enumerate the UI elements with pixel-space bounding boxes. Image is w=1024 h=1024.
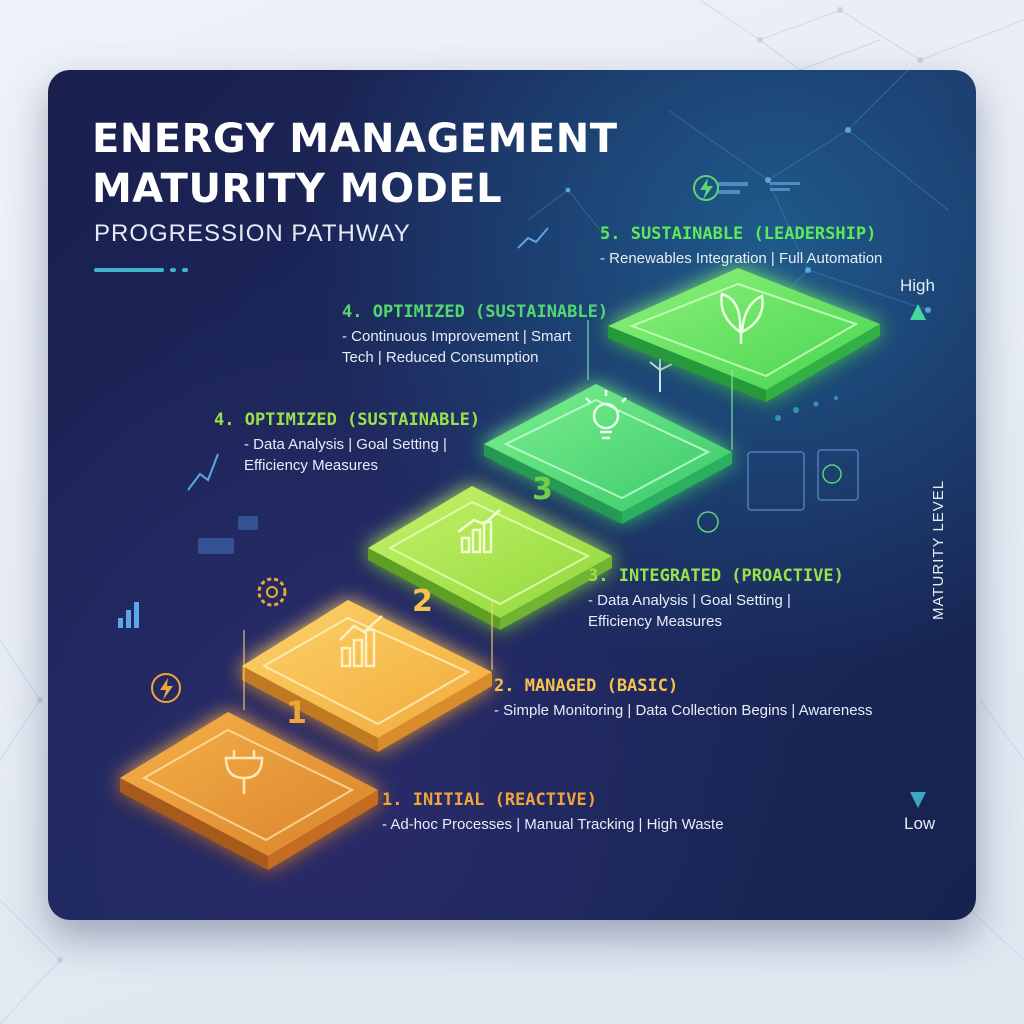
- step-2-platform: [242, 600, 492, 752]
- level-3-description: - Data Analysis | Goal Setting | Efficie…: [588, 592, 791, 630]
- trend-line-decoration: [187, 227, 549, 491]
- axis-low-label: Low: [904, 814, 936, 833]
- axis-title: MATURITY LEVEL: [930, 479, 947, 620]
- lightbulb-icon: [585, 390, 627, 440]
- level-5-description: - Renewables Integration | Full Automati…: [600, 250, 883, 267]
- level-4a-description: - Data Analysis | Goal Setting | Efficie…: [244, 436, 447, 474]
- step-number-3: 3: [532, 472, 553, 507]
- level-1-title: 1. INITIAL (REACTIVE): [382, 790, 597, 810]
- step-number-2: 2: [412, 584, 433, 619]
- level-4b-title: 4. OPTIMIZED (SUSTAINABLE): [342, 302, 609, 322]
- accent-divider: [94, 268, 194, 286]
- level-1-description: - Ad-hoc Processes | Manual Tracking | H…: [382, 816, 724, 833]
- diagram-card: ENERGY MANAGEMENT MATURITY MODEL PROGRES…: [48, 70, 976, 920]
- mini-bar-chart-decoration: [118, 602, 139, 628]
- plug-icon: [224, 750, 264, 794]
- eco-energy-icon: [697, 464, 842, 533]
- lightning-icon: [693, 175, 719, 201]
- growth-chart-icon: [457, 509, 501, 554]
- level-4a-title: 4. OPTIMIZED (SUSTAINABLE): [214, 410, 481, 430]
- wind-turbine-icon: [649, 358, 673, 392]
- maturity-axis: [910, 304, 926, 808]
- axis-high-label: High: [900, 276, 935, 295]
- gear-icon: [257, 577, 287, 607]
- level-2-title: 2. MANAGED (BASIC): [494, 676, 679, 696]
- step-5-platform: [608, 268, 880, 402]
- ui-panel-decoration: [198, 182, 859, 554]
- step-1-platform: [120, 712, 378, 870]
- energy-bulb-icon: [151, 673, 181, 703]
- step-number-1: 1: [286, 696, 307, 731]
- level-2-description: - Simple Monitoring | Data Collection Be…: [494, 702, 873, 719]
- level-3-title: 3. INTEGRATED (PROACTIVE): [588, 566, 844, 586]
- step-4-platform: [484, 384, 732, 524]
- level-4b-description: - Continuous Improvement | Smart Tech | …: [342, 328, 571, 366]
- level-5-title: 5. SUSTAINABLE (LEADERSHIP): [600, 224, 877, 244]
- leaf-icon: [720, 292, 764, 344]
- page-title: ENERGY MANAGEMENT MATURITY MODEL: [92, 116, 618, 212]
- bar-chart-icon: [339, 615, 383, 668]
- step-3-platform: [368, 486, 612, 630]
- staircase-scene: [118, 70, 949, 870]
- page-subtitle: PROGRESSION PATHWAY: [94, 220, 411, 247]
